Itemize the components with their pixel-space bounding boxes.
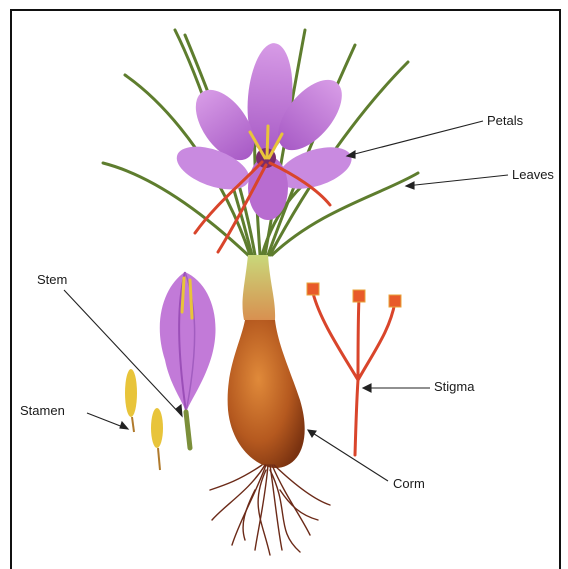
petals-label: Petals [487,113,523,128]
closed-flower [160,272,216,448]
stamen-label: Stamen [20,403,65,418]
stamens [125,369,163,470]
roots [210,465,330,555]
leaves-label: Leaves [512,167,554,182]
corm [228,320,305,468]
stigma-part [307,283,401,455]
main-stem [243,255,276,320]
stigma-label: Stigma [434,379,474,394]
corm-label: Corm [393,476,425,491]
stem-label: Stem [37,272,67,287]
